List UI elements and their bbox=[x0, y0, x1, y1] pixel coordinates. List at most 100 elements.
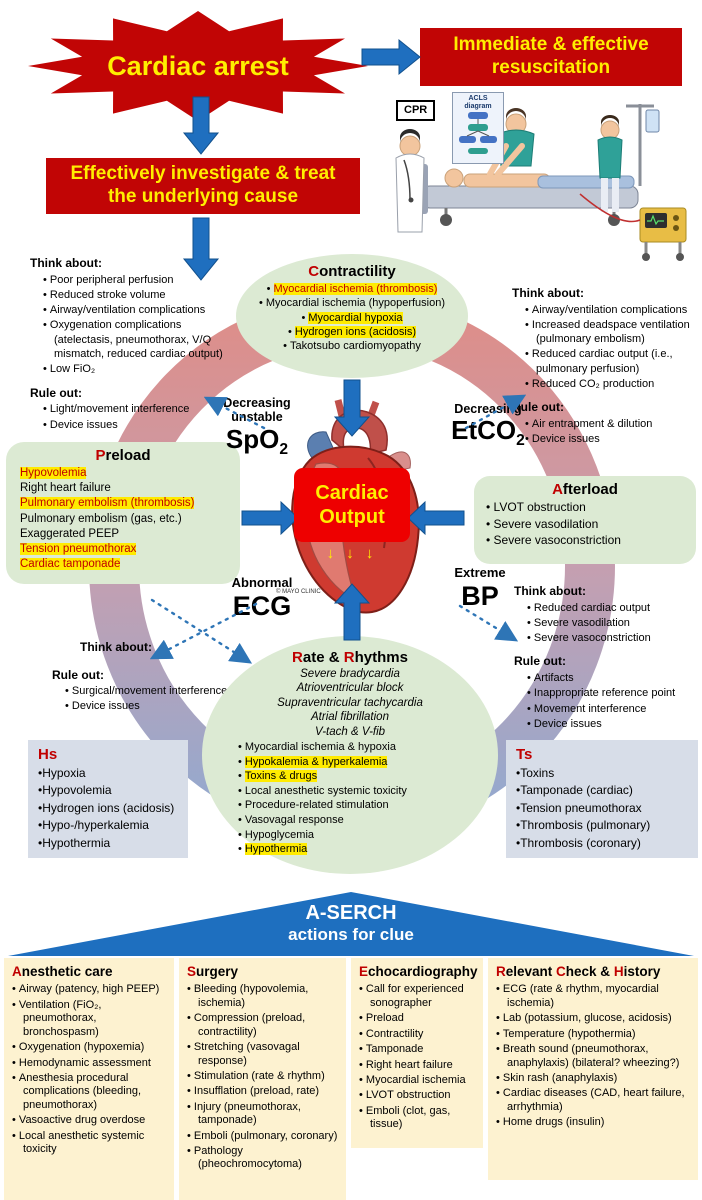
list-item: Reduced CO₂ production bbox=[525, 377, 700, 391]
list-item: Movement interference bbox=[527, 702, 698, 716]
list-item: Ventilation (FiO₂, pneumothorax, broncho… bbox=[12, 999, 166, 1039]
list-item: Hypovolemia bbox=[38, 782, 178, 799]
title-rest: heck & bbox=[565, 964, 614, 979]
list-item: Temperature (hypothermia) bbox=[496, 1028, 690, 1041]
ecg-qualifier: Abnormal bbox=[231, 575, 293, 590]
cardiac-output-box: Cardiac Output bbox=[294, 468, 410, 542]
list-item: Device issues bbox=[43, 418, 228, 432]
list-item: Device issues bbox=[527, 717, 698, 731]
list-item: Insufflation (preload, rate) bbox=[187, 1085, 338, 1098]
list-item: Call for experienced sonographer bbox=[359, 983, 475, 1010]
list-item: Light/movement interference bbox=[43, 402, 228, 416]
investigate-box: Effectively investigate & treat the unde… bbox=[46, 158, 360, 214]
column-anesthetic-care: Anesthetic care Airway (patency, high PE… bbox=[4, 958, 174, 1200]
list-item: Tension pneumothorax bbox=[516, 800, 688, 817]
ts-title: Ts bbox=[516, 746, 533, 763]
down-arrows: ↓ ↓ ↓ bbox=[326, 545, 378, 562]
rate-rhythms-title: Rate & Rhythms bbox=[202, 649, 498, 666]
rate-list: Myocardial ischemia & hypoxiaHypokalemia… bbox=[238, 741, 462, 857]
list-item: Contractility bbox=[359, 1028, 475, 1041]
list-item: Increased deadspace ventilation (pulmona… bbox=[525, 318, 700, 347]
list-item: Tamponade (cardiac) bbox=[516, 782, 688, 799]
spo2-rule-items: Light/movement interferenceDevice issues bbox=[43, 402, 228, 432]
title-initial: R bbox=[343, 649, 355, 666]
afterload-title: Afterload bbox=[486, 481, 684, 498]
list-item: Cardiac diseases (CAD, heart failure, ar… bbox=[496, 1087, 690, 1114]
title-rest: ate & bbox=[302, 649, 344, 666]
list-item: Myocardial ischemia (hypoperfusion) bbox=[236, 296, 468, 310]
bp-qualifier: Extreme bbox=[454, 565, 506, 580]
title-initial: C bbox=[308, 263, 320, 280]
list-item: Hypokalemia & hyperkalemia bbox=[238, 755, 462, 770]
ecg-rule-items: Surgical/movement interferenceDevice iss… bbox=[65, 684, 232, 714]
ts-list: ToxinsTamponade (cardiac)Tension pneumot… bbox=[516, 765, 688, 852]
list-item: Hypoxia bbox=[38, 765, 178, 782]
list-item: Hemodynamic assessment bbox=[12, 1057, 166, 1070]
title-rest: istory bbox=[623, 964, 661, 979]
echo-list: Call for experienced sonographerPreloadC… bbox=[359, 983, 475, 1131]
list-item: Tamponade bbox=[359, 1043, 475, 1056]
list-item: Pulmonary embolism (gas, etc.) bbox=[20, 512, 182, 525]
cpr-label: CPR bbox=[396, 100, 436, 121]
list-item: Lab (potassium, glucose, acidosis) bbox=[496, 1012, 690, 1025]
title-initial: C bbox=[556, 964, 566, 979]
surgery-list: Bleeding (hypovolemia, ischemia)Compress… bbox=[187, 983, 338, 1171]
think-about-title: Think about: bbox=[30, 256, 102, 270]
list-item: Right heart failure bbox=[20, 482, 111, 495]
mayo-credit: © MAYO CLINIC bbox=[276, 589, 321, 595]
rule-out-title: Rule out: bbox=[52, 667, 104, 682]
list-item: Pulmonary embolism (thrombosis) bbox=[20, 497, 195, 510]
list-item: Emboli (pulmonary, coronary) bbox=[187, 1130, 338, 1143]
cpr-illustration bbox=[395, 104, 687, 261]
preload-title: Preload bbox=[16, 447, 230, 464]
investigate-line2: the underlying cause bbox=[107, 186, 299, 207]
title-initial: A bbox=[12, 964, 22, 979]
list-item: Hypothermia bbox=[238, 843, 462, 857]
list-item: Thrombosis (pulmonary) bbox=[516, 817, 688, 834]
list-item: Hypo-/hyperkalemia bbox=[38, 817, 178, 834]
list-item: Hydrogen ions (acidosis) bbox=[236, 325, 468, 339]
relevant-list: ECG (rate & rhythm, myocardial ischemia)… bbox=[496, 983, 690, 1129]
list-item: Pathology (pheochromocytoma) bbox=[187, 1145, 338, 1172]
list-item: Severe bradycardia bbox=[300, 668, 400, 680]
list-item: Atrial fibrillation bbox=[311, 711, 389, 724]
cardiac-arrest-title: Cardiac arrest bbox=[107, 50, 289, 81]
spo2-think-list: Think about: Poor peripheral perfusionRe… bbox=[30, 256, 228, 433]
list-item: Hypothermia bbox=[38, 835, 178, 852]
afterload-panel: Afterload LVOT obstructionSevere vasodil… bbox=[474, 476, 696, 564]
column-title: Surgery bbox=[187, 964, 338, 980]
list-item: Procedure-related stimulation bbox=[238, 799, 462, 813]
resuscitation-box: Immediate & effective resuscitation bbox=[420, 28, 682, 86]
list-item: Atrioventricular block bbox=[296, 682, 404, 695]
list-item: Reduced stroke volume bbox=[43, 288, 228, 302]
list-item: LVOT obstruction bbox=[359, 1089, 475, 1102]
list-item: Skin rash (anaphylaxis) bbox=[496, 1072, 690, 1085]
list-item: Anesthesia procedural complications (ble… bbox=[12, 1072, 166, 1112]
title-rest: elevant bbox=[505, 964, 557, 979]
aserch-banner: A-SERCH actions for clue bbox=[8, 892, 694, 956]
column-echocardiography: Echocardiography Call for experienced so… bbox=[351, 958, 483, 1148]
column-surgery: Surgery Bleeding (hypovolemia, ischemia)… bbox=[179, 958, 346, 1200]
list-item: Severe vasoconstriction bbox=[486, 533, 684, 549]
afterload-list: LVOT obstructionSevere vasodilationSever… bbox=[486, 500, 684, 549]
ecg-think-list: Think about: Rule out: Surgical/movement… bbox=[52, 640, 232, 715]
list-item: Takotsubo cardiomyopathy bbox=[236, 339, 468, 353]
list-item: Exaggerated PEEP bbox=[20, 527, 120, 540]
investigate-line1: Effectively investigate & treat bbox=[70, 163, 336, 185]
bp-think-list: Think about: Reduced cardiac outputSever… bbox=[514, 584, 698, 732]
column-title: Relevant Check & History bbox=[496, 964, 690, 980]
list-item: Reduced cardiac output bbox=[527, 601, 698, 615]
list-item: Surgical/movement interference bbox=[65, 684, 232, 698]
list-item: Local anesthetic systemic toxicity bbox=[12, 1130, 166, 1157]
column-relevant-check-history: Relevant Check & History ECG (rate & rhy… bbox=[488, 958, 698, 1180]
acls-mini-flowchart bbox=[459, 112, 497, 155]
list-item: Air entrapment & dilution bbox=[525, 417, 700, 431]
etco2-label: Decreasing EtCO2 bbox=[428, 402, 548, 450]
list-item: Breath sound (pneumothorax, anaphylaxis)… bbox=[496, 1043, 690, 1070]
list-item: Poor peripheral perfusion bbox=[43, 273, 228, 287]
resuscitation-line1: Immediate & effective bbox=[453, 34, 649, 56]
